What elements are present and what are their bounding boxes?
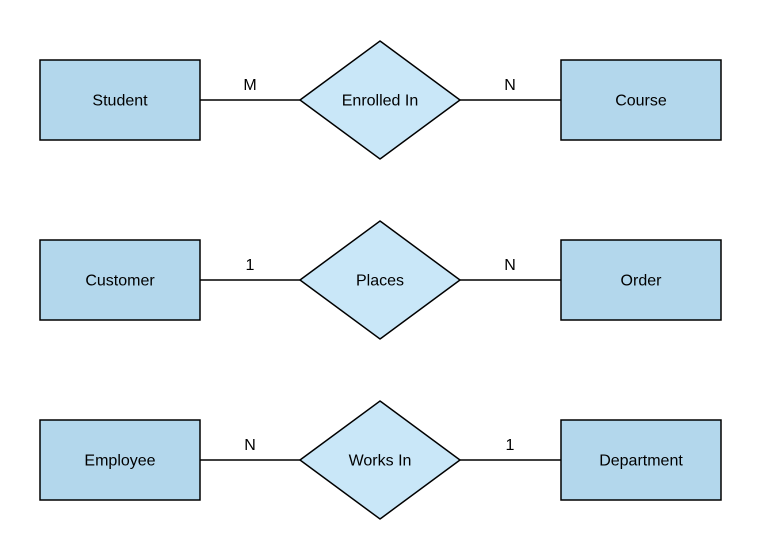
- relationship-diamond-places: [298, 220, 462, 340]
- entity-box-employee: [39, 419, 201, 501]
- cardinality-label-right: N: [504, 77, 516, 94]
- cardinality-label-right: N: [504, 257, 516, 274]
- entity-label-order: Order: [621, 273, 663, 290]
- cardinality-label-right: 1: [506, 437, 515, 454]
- relationship-diamond-enrolled-in: [298, 40, 462, 160]
- entity-box-order: [560, 239, 722, 321]
- relationship-label-enrolled-in: Enrolled In: [342, 93, 419, 110]
- er-row-employee-department: Employee N Works In 1 Department: [39, 400, 722, 520]
- relationship-label-works-in: Works In: [349, 453, 412, 470]
- cardinality-label-left: M: [243, 77, 256, 94]
- relationship-label-places: Places: [356, 273, 404, 290]
- cardinality-label-left: N: [244, 437, 256, 454]
- entity-box-customer: [39, 239, 201, 321]
- entity-label-customer: Customer: [85, 273, 155, 290]
- relationship-diamond-works-in: [298, 400, 462, 520]
- entity-box-course: [560, 59, 722, 141]
- entity-label-department: Department: [599, 453, 683, 470]
- cardinality-label-left: 1: [246, 257, 255, 274]
- entity-label-employee: Employee: [84, 453, 155, 470]
- er-row-student-course: Student M Enrolled In N Course: [39, 40, 722, 160]
- entity-box-student: [39, 59, 201, 141]
- er-row-customer-order: Customer 1 Places N Order: [39, 220, 722, 340]
- entity-label-course: Course: [615, 93, 667, 110]
- entity-box-department: [560, 419, 722, 501]
- entity-label-student: Student: [92, 93, 148, 110]
